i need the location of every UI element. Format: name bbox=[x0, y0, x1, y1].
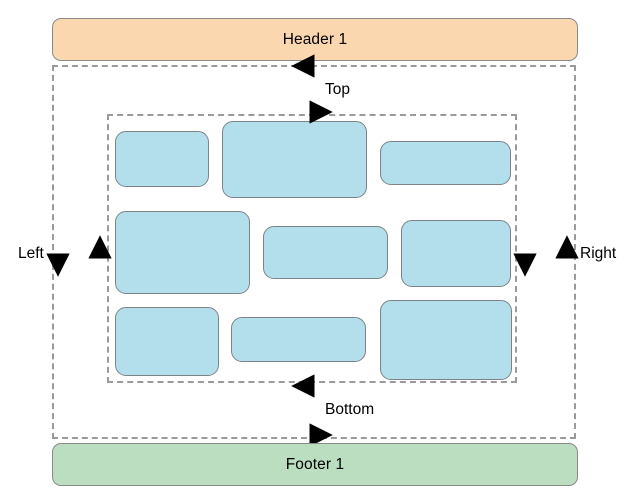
header-label: Header 1 bbox=[282, 30, 348, 48]
content-box-r3-c3[interactable] bbox=[380, 300, 512, 380]
content-box-r2-c3[interactable] bbox=[401, 220, 511, 287]
left-spacing-arrow bbox=[46, 235, 112, 277]
top-spacing-arrow bbox=[291, 54, 333, 124]
bottom-spacing-arrow bbox=[291, 374, 333, 447]
top-spacing-label: Top bbox=[325, 81, 350, 98]
content-box-r2-c1[interactable] bbox=[115, 211, 250, 294]
header-bar[interactable]: Header 1 bbox=[52, 18, 578, 61]
content-box-r2-c2[interactable] bbox=[263, 226, 388, 279]
content-box-r1-c3[interactable] bbox=[380, 141, 511, 185]
right-spacing-arrow bbox=[513, 235, 579, 277]
left-spacing-label: Left bbox=[18, 245, 44, 262]
bottom-spacing-label: Bottom bbox=[325, 401, 375, 418]
content-box-r3-c1[interactable] bbox=[115, 307, 219, 376]
footer-bar[interactable]: Footer 1 bbox=[52, 443, 578, 486]
footer-label: Footer 1 bbox=[285, 455, 345, 473]
right-spacing-label: Right bbox=[580, 245, 617, 262]
content-box-r1-c1[interactable] bbox=[115, 131, 209, 187]
content-box-r3-c2[interactable] bbox=[231, 317, 366, 362]
content-box-r1-c2[interactable] bbox=[222, 121, 367, 198]
